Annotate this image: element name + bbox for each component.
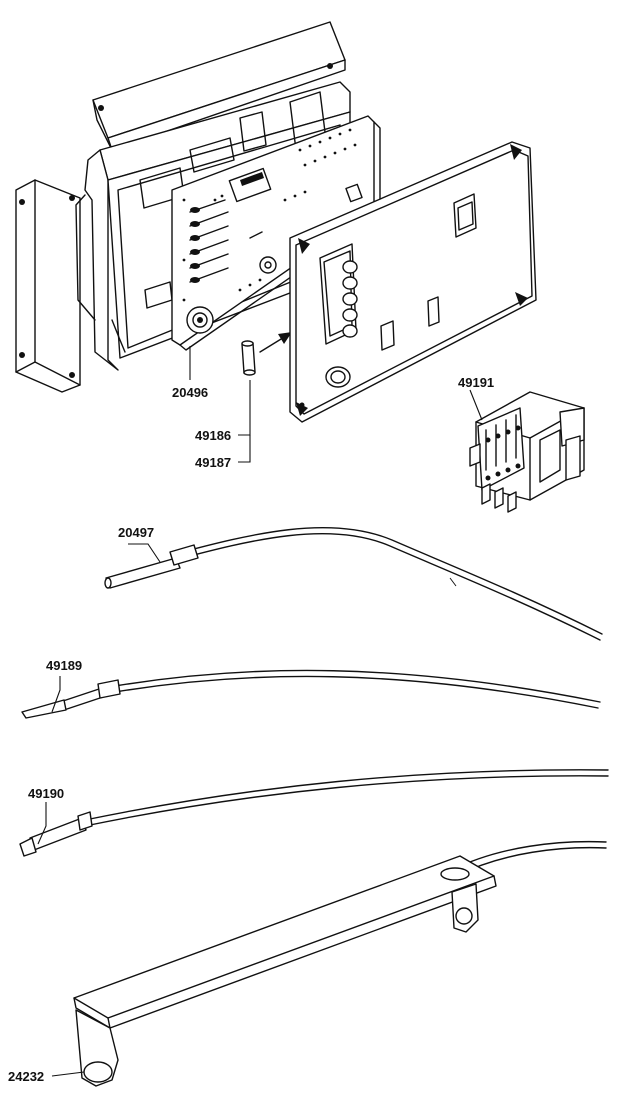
- sensor-holder-bar: [73, 840, 607, 1087]
- arrow-head: [278, 332, 292, 344]
- sensor-probe-49190: [19, 769, 609, 857]
- contactor: [469, 391, 585, 513]
- label-49187: 49187: [195, 455, 231, 470]
- label-49190: 49190: [28, 786, 64, 801]
- label-49189: 49189: [46, 658, 82, 673]
- label-49186: 49186: [195, 428, 231, 443]
- circuit-board: [171, 115, 381, 351]
- fuse: [241, 340, 256, 376]
- leader-lines: [37, 346, 483, 1077]
- label-49191: 49191: [458, 375, 494, 390]
- left-mounting-bracket: [15, 179, 81, 393]
- sensor-probe-20497: [104, 526, 603, 641]
- label-20496: 20496: [172, 385, 208, 400]
- label-24232: 24232: [8, 1069, 44, 1084]
- label-20497: 20497: [118, 525, 154, 540]
- front-cover-panel: [289, 141, 537, 423]
- top-mounting-bracket: [92, 21, 346, 151]
- sensor-probe-49189: [21, 669, 601, 719]
